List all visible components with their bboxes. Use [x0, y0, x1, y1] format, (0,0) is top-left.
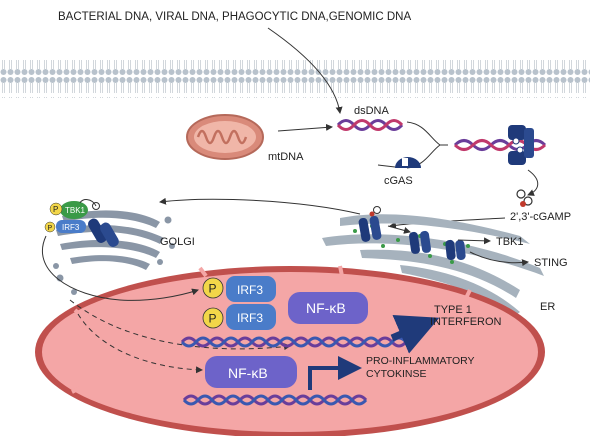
svg-text:NF-κB: NF-κB — [306, 300, 346, 316]
plasma-membrane — [0, 60, 590, 98]
phospho-badge-2: P — [44, 221, 56, 233]
golgi-label: GOLGI — [160, 236, 195, 248]
svg-text:IRF3: IRF3 — [62, 223, 80, 232]
sting-dimer-icon — [358, 206, 382, 242]
tbk1-label: TBK1 — [496, 236, 524, 248]
cgas-line — [377, 164, 396, 168]
tbk1-pointer-line — [457, 237, 491, 245]
mtdna-label: mtDNA — [268, 151, 304, 163]
er-label: ER — [540, 301, 555, 313]
sting-to-tbk1-arrow — [387, 225, 411, 234]
sting-label: STING — [534, 257, 568, 269]
tbk1-badge: TBK1 — [60, 201, 88, 219]
nfkb-box-2: NF-κB — [205, 356, 297, 388]
mtdna-arrow — [277, 123, 333, 132]
sting-pointer-line — [469, 251, 529, 267]
phospho-badge-1: P — [49, 202, 63, 216]
golgi-to-irf3-arrow — [41, 235, 199, 301]
golgi-loop-arrow — [79, 199, 97, 207]
er-to-golgi-arrow — [159, 197, 361, 215]
svg-text:P: P — [209, 312, 217, 326]
svg-text:TBK1: TBK1 — [65, 206, 86, 215]
cgas-dna-complex-icon — [453, 125, 547, 165]
nucleus — [35, 265, 545, 436]
dsdna-label: dsDNA — [354, 105, 390, 117]
cgas-label: cGAS — [384, 175, 413, 187]
type1-interferon-label-1: TYPE 1 — [434, 304, 472, 316]
svg-text:IRF3: IRF3 — [237, 311, 263, 325]
irf3-box-1: IRF3 — [226, 276, 276, 302]
phospho-circle-2: P — [202, 307, 224, 329]
nfkb-box-1: NF-κB — [288, 292, 368, 324]
cgamp-label: 2',3'-cGAMP — [510, 211, 571, 223]
endoplasmic-reticulum — [322, 214, 544, 318]
phospho-circle-1: P — [202, 277, 224, 299]
nuclear-dna-strand-2 — [182, 394, 368, 406]
type1-interferon-arrow — [390, 314, 440, 354]
type1-interferon-label-2: INTERFERON — [430, 316, 502, 328]
svg-text:P: P — [209, 282, 217, 296]
dashed-arrow-nfkb — [77, 313, 203, 374]
dsdna-helix-icon — [336, 119, 404, 131]
mitochondrion-icon — [186, 114, 264, 160]
nuclear-dna-strand-1 — [180, 336, 408, 348]
svg-text:IRF3: IRF3 — [237, 283, 263, 297]
svg-text:NF-κB: NF-κB — [228, 365, 268, 381]
cytokine-label-2: CYTOKINSE — [366, 368, 427, 380]
dna-sources-label: BACTERIAL DNA, VIRAL DNA, PHAGOCYTIC DNA… — [58, 11, 411, 23]
irf3-box-2: IRF3 — [226, 304, 276, 330]
sting-tbk1-complex-icon — [409, 230, 466, 260]
svg-text:P: P — [53, 205, 58, 214]
cytokine-arrow — [308, 356, 362, 390]
irf3-badge: IRF3 — [56, 220, 86, 233]
cgas-icon — [395, 157, 421, 168]
cytokine-label-1: PRO-INFLAMMATORY — [366, 355, 475, 367]
svg-text:P: P — [48, 225, 53, 232]
dna-entry-arrow — [267, 27, 343, 114]
cgamp-molecule-icon — [516, 189, 533, 207]
cgamp-arrow — [527, 169, 539, 196]
